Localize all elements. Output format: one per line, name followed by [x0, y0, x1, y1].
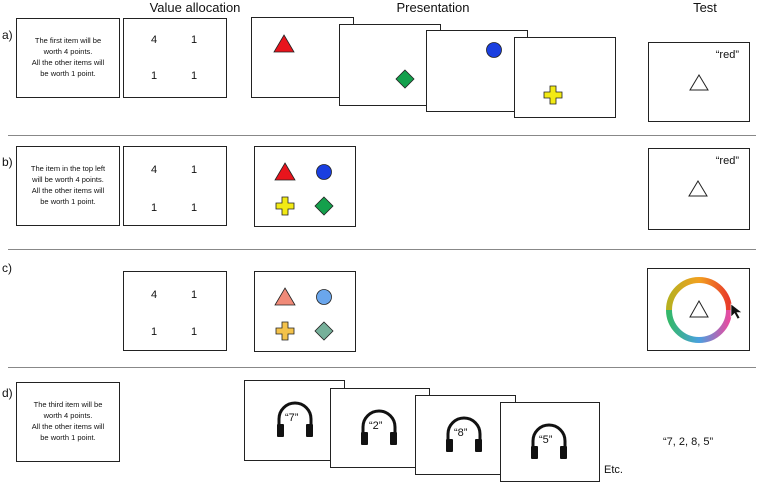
audio-frame-d4: “5”	[500, 402, 600, 482]
test-frame-c	[647, 268, 750, 351]
instruction-line: will be worth 4 points.	[32, 175, 104, 185]
instruction-line: be worth 1 point.	[40, 196, 96, 206]
row-separator	[8, 249, 756, 250]
cross-icon	[543, 85, 563, 105]
row-label-d: d)	[2, 386, 13, 400]
diamond-icon	[314, 196, 334, 216]
instruction-line: All the other items will	[31, 58, 105, 67]
audio-frame-d3: “8”	[415, 395, 516, 475]
value-cell: 4	[150, 289, 158, 301]
value-cell: 1	[190, 70, 198, 82]
header-test: Test	[693, 0, 717, 15]
row-separator	[8, 135, 756, 136]
diamond-icon	[314, 321, 334, 341]
value-grid-b: 4 1 1 1	[123, 146, 227, 226]
value-cell: 4	[150, 34, 158, 46]
test-word: “red”	[715, 49, 739, 61]
color-wheel-icon[interactable]	[664, 275, 734, 345]
instruction-line: worth 4 points.	[43, 47, 93, 57]
test-frame-b: “red”	[648, 148, 750, 230]
diamond-icon	[395, 69, 415, 89]
triangle-icon	[274, 287, 296, 306]
value-cell: 1	[190, 164, 198, 176]
presentation-frame-c	[254, 271, 356, 352]
presentation-frame-a2	[339, 24, 441, 106]
value-cell: 1	[190, 289, 198, 301]
test-word: “red”	[715, 155, 739, 167]
recall-response: “7, 2, 8, 5”	[663, 436, 714, 448]
value-cell: 1	[150, 326, 158, 338]
presentation-frame-b	[254, 146, 356, 227]
value-grid-c: 4 1 1 1	[123, 271, 227, 351]
row-label-b: b)	[2, 155, 13, 169]
instruction-line: The first item will be	[34, 36, 102, 46]
value-cell: 1	[190, 326, 198, 338]
audio-frame-d2: “2”	[330, 388, 430, 468]
circle-icon	[316, 289, 332, 305]
instruction-line: The third item will be	[33, 400, 103, 410]
spoken-digit: “7”	[285, 412, 299, 424]
cross-icon	[275, 321, 295, 341]
instruction-box-b: The item in the top left will be worth 4…	[16, 146, 120, 226]
instruction-box-d: The third item will be worth 4 points. A…	[16, 382, 120, 462]
instruction-line: All the other items will	[31, 186, 105, 195]
value-cell: 1	[150, 202, 158, 214]
spoken-digit: “2”	[369, 420, 383, 432]
circle-icon	[316, 164, 332, 180]
headphones-icon	[361, 409, 397, 445]
spoken-digit: “5”	[539, 434, 553, 446]
instruction-line: be worth 1 point.	[40, 432, 96, 442]
cross-icon	[275, 196, 295, 216]
instruction-box-a: The first item will be worth 4 points. A…	[16, 18, 120, 98]
headphones-icon	[446, 416, 482, 452]
header-presentation: Presentation	[396, 0, 470, 15]
triangle-icon	[273, 34, 295, 53]
presentation-frame-a1	[251, 17, 354, 98]
value-cell: 1	[150, 70, 158, 82]
triangle-icon	[274, 162, 296, 181]
circle-icon	[486, 42, 502, 58]
instruction-line: The item in the top left	[30, 164, 106, 174]
headphones-icon	[277, 401, 313, 437]
value-grid-a: 4 1 1 1	[123, 18, 227, 98]
test-frame-a: “red”	[648, 42, 750, 122]
instruction-line: be worth 1 point.	[40, 68, 96, 78]
spoken-digit: “8”	[454, 427, 468, 439]
header-value-allocation: Value allocation	[149, 0, 241, 15]
value-cell: 1	[190, 34, 198, 46]
instruction-line: worth 4 points.	[43, 411, 93, 421]
audio-frame-d1: “7”	[244, 380, 345, 461]
instruction-line: All the other items will	[31, 422, 105, 431]
presentation-frame-a4	[514, 37, 616, 118]
headphones-icon	[531, 423, 567, 459]
etc-label: Etc.	[604, 464, 623, 476]
row-separator	[8, 367, 756, 368]
row-label-a: a)	[2, 28, 13, 42]
triangle-icon	[689, 74, 709, 91]
mouse-cursor-icon	[730, 303, 743, 320]
triangle-icon	[688, 180, 708, 197]
row-label-c: c)	[2, 261, 12, 275]
presentation-frame-a3	[426, 30, 528, 112]
value-cell: 1	[190, 202, 198, 214]
value-cell: 4	[150, 164, 158, 176]
